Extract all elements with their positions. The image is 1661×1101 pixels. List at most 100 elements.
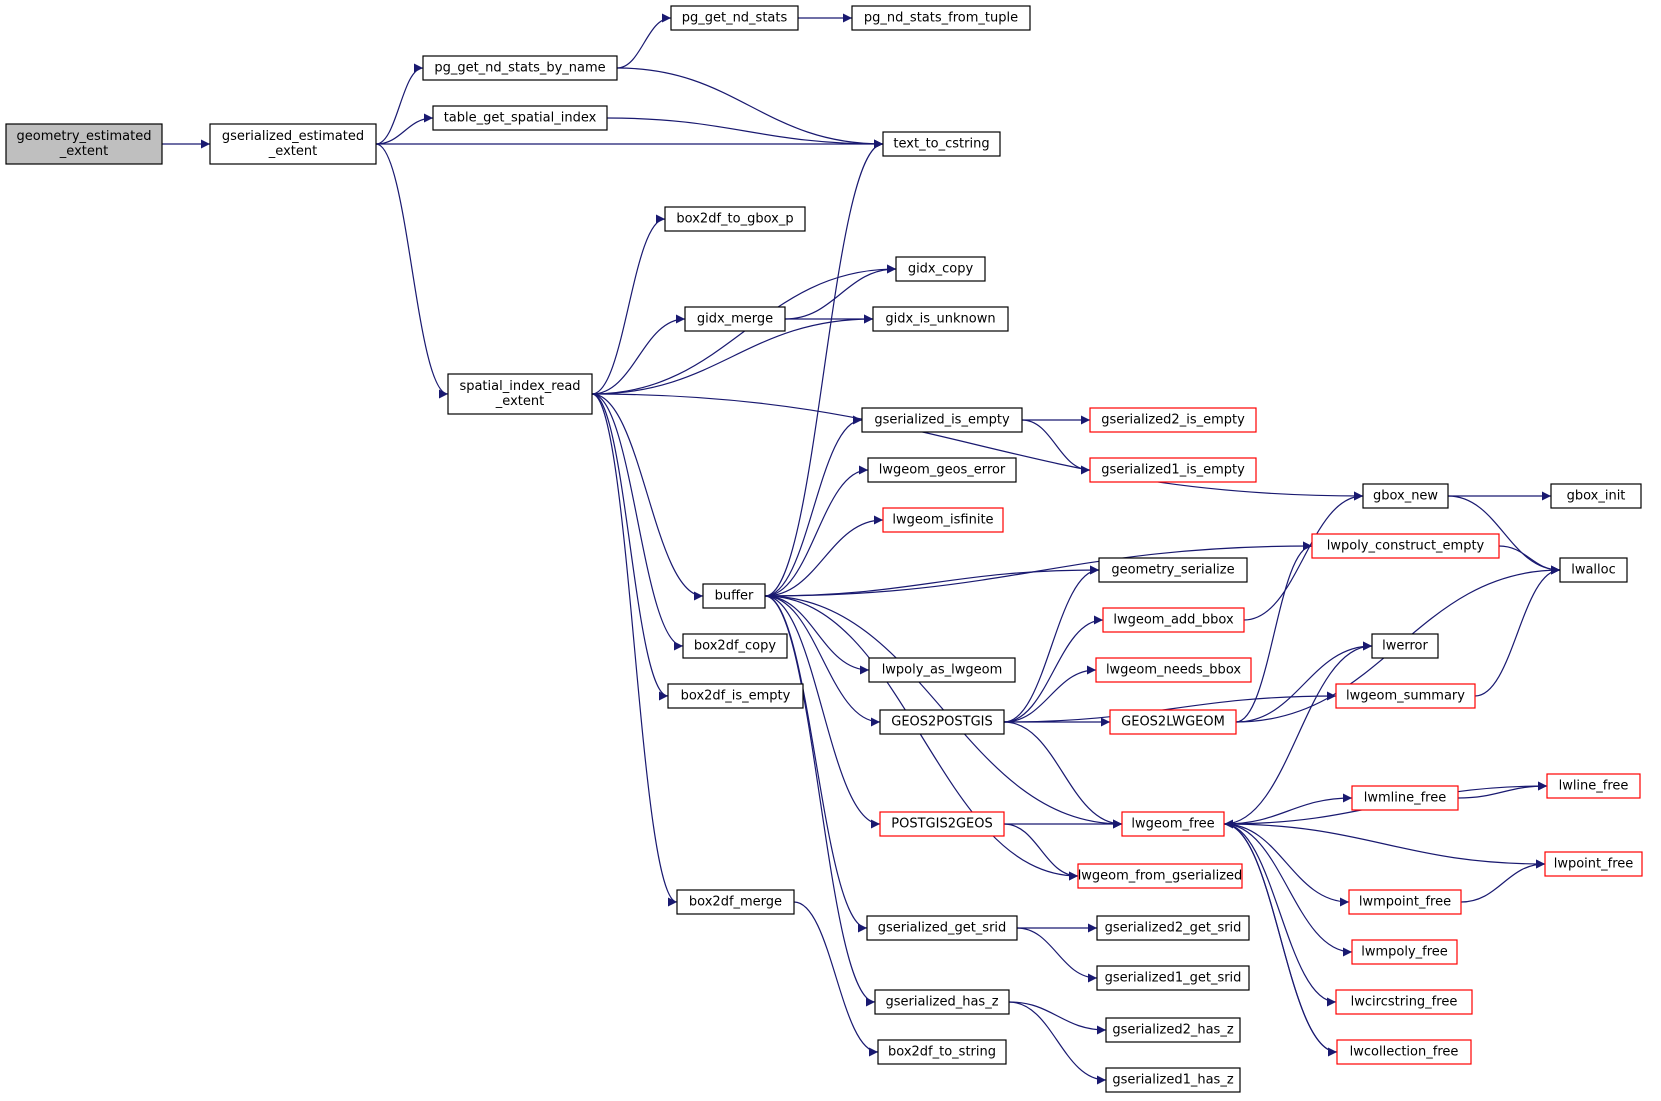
edge-table_get_spatial_index-to-text_to_cstring [606,117,884,149]
node-layer: geometry_estimated_extentgserialized_est… [5,5,1643,1093]
node-gbox-init[interactable]: gbox_init [1550,483,1642,509]
node-label: lwpoint_free [1554,857,1634,872]
edge-lwgeom_free-to-lwmline_free [1223,793,1353,825]
node-label: box2df_to_string [888,1045,996,1060]
node-box [879,811,1005,837]
node-lwgeom-free[interactable]: lwgeom_free [1121,811,1225,837]
node-text-to-cstring[interactable]: text_to_cstring [882,131,1001,157]
node-lwmline-free[interactable]: lwmline_free [1351,785,1459,811]
edge-arrow [1235,641,1373,723]
node-label: box2df_to_gbox_p [676,212,793,227]
node-lwalloc[interactable]: lwalloc [1559,557,1628,583]
edge-arrow [591,314,686,395]
node-box [895,256,986,282]
node-gserialized1-is-empty[interactable]: gserialized1_is_empty [1089,457,1257,483]
node-box [1546,773,1641,799]
node-pg-get-nd-stats-by-name[interactable]: pg_get_nd_stats_by_name [422,55,618,81]
edge-arrow [784,264,897,320]
edge-arrow [1003,691,1337,723]
node-box [882,131,1001,157]
node-lwpoint-free[interactable]: lwpoint_free [1544,851,1643,877]
node-gserialized2-is-empty[interactable]: gserialized2_is_empty [1089,407,1257,433]
edge-gserialized_estimated_extent-to-pg_get_nd_stats_by_name [375,63,424,145]
node-label: lwgeom_needs_bbox [1106,663,1241,678]
node-label: gserialized2_is_empty [1101,413,1245,428]
edge-arrow [1008,1001,1107,1035]
edge-arrow [1003,615,1104,723]
node-box2df-is-empty[interactable]: box2df_is_empty [667,683,804,709]
node-box [1544,851,1643,877]
node-box [1096,915,1250,941]
node-lwerror[interactable]: lwerror [1371,633,1439,659]
node-gserialized-has-z[interactable]: gserialized_has_z [874,989,1010,1015]
node-label: gbox_init [1567,489,1626,504]
node-gserialized-get-srid[interactable]: gserialized_get_srid [866,915,1018,941]
node-geometry-serialize[interactable]: geometry_serialize [1098,557,1248,583]
node-lwgeom-add-bbox[interactable]: lwgeom_add_bbox [1102,607,1245,633]
node-pg-get-nd-stats[interactable]: pg_get_nd_stats [670,5,799,31]
node-gidx-copy[interactable]: gidx_copy [895,256,986,282]
node-spatial-index-read-extent[interactable]: spatial_index_read_extent [447,373,593,415]
node-label: lwgeom_geos_error [879,463,1006,478]
edge-arrow [764,565,1100,597]
node-box [670,5,799,31]
node-geos2postgis[interactable]: GEOS2POSTGIS [879,709,1005,735]
node-box2df-to-string[interactable]: box2df_to_string [877,1039,1007,1065]
node-box [866,915,1018,941]
node-label: lwmpoint_free [1359,895,1451,910]
node-gserialized-estimated-extent[interactable]: gserialized_estimated_extent [209,123,377,165]
node-gidx-merge[interactable]: gidx_merge [684,306,786,332]
edge-gserialized_is_empty-to-gserialized1_is_empty [1021,419,1091,475]
node-gserialized-is-empty[interactable]: gserialized_is_empty [861,407,1023,433]
node-gidx-is-unknown[interactable]: gidx_is_unknown [872,306,1009,332]
edge-buffer-to-lwpoly_as_lwgeom [764,595,870,675]
edge-arrow [606,117,884,149]
edge-spatial_index_read_extent-to-box2df_to_gbox_p [591,214,666,395]
edge-arrow [1003,721,1123,829]
node-gserialized2-has-z[interactable]: gserialized2_has_z [1105,1017,1241,1043]
node-lwgeom-geos-error[interactable]: lwgeom_geos_error [867,457,1017,483]
node-lwpoly-construct-empty[interactable]: lwpoly_construct_empty [1311,533,1500,559]
node-lwpoly-as-lwgeom[interactable]: lwpoly_as_lwgeom [868,657,1016,683]
node-lwmpoint-free[interactable]: lwmpoint_free [1348,889,1462,915]
node-box [851,5,1031,31]
node-pg-nd-stats-from-tuple[interactable]: pg_nd_stats_from_tuple [851,5,1031,31]
node-lwmpoly-free[interactable]: lwmpoly_free [1351,939,1458,965]
node-lwgeom-from-gserialized[interactable]: lwgeom_from_gserialized [1077,863,1243,889]
edge-gserialized_get_srid-to-gserialized1_get_srid [1016,927,1098,983]
node-label: box2df_merge [689,895,782,910]
edge-lwgeom_free-to-lwmpoint_free [1223,823,1350,907]
node-lwgeom-summary[interactable]: lwgeom_summary [1335,683,1476,709]
node-gbox-new[interactable]: gbox_new [1362,483,1449,509]
edge-lwmpoint_free-to-lwpoint_free [1460,859,1546,903]
node-gserialized1-get-srid[interactable]: gserialized1_get_srid [1096,965,1250,991]
node-postgis2geos[interactable]: POSTGIS2GEOS [879,811,1005,837]
node-box [422,55,618,81]
node-label: GEOS2POSTGIS [891,715,992,730]
node-lwcircstring-free[interactable]: lwcircstring_free [1335,989,1473,1015]
edge-spatial_index_read_extent-to-buffer [591,393,704,601]
node-buffer[interactable]: buffer [702,583,766,609]
node-gserialized2-get-srid[interactable]: gserialized2_get_srid [1096,915,1250,941]
node-box2df-merge[interactable]: box2df_merge [676,889,795,915]
node-box [879,709,1005,735]
edge-arrow [764,595,881,727]
edge-arrow [591,393,1364,501]
node-table-get-spatial-index[interactable]: table_get_spatial_index [432,105,608,131]
node-box [1109,709,1237,735]
node-label: geometry_estimated [17,129,152,144]
node-geos2lwgeom[interactable]: GEOS2LWGEOM [1109,709,1237,735]
node-lwgeom-isfinite[interactable]: lwgeom_isfinite [882,507,1004,533]
node-label: lwmline_free [1364,791,1447,806]
edge-lwgeom_free-to-lwerror [1223,641,1373,825]
node-box [867,457,1017,483]
node-gserialized1-has-z[interactable]: gserialized1_has_z [1105,1067,1241,1093]
node-box2df-copy[interactable]: box2df_copy [682,633,788,659]
node-lwcollection-free[interactable]: lwcollection_free [1336,1039,1472,1065]
node-box [874,989,1010,1015]
edge-buffer-to-gserialized_is_empty [764,415,863,597]
node-lwgeom-needs-bbox[interactable]: lwgeom_needs_bbox [1095,657,1252,683]
node-box2df-to-gbox-p[interactable]: box2df_to_gbox_p [664,206,806,232]
node-lwline-free[interactable]: lwline_free [1546,773,1641,799]
edge-gserialized_estimated_extent-to-table_get_spatial_index [375,113,434,145]
